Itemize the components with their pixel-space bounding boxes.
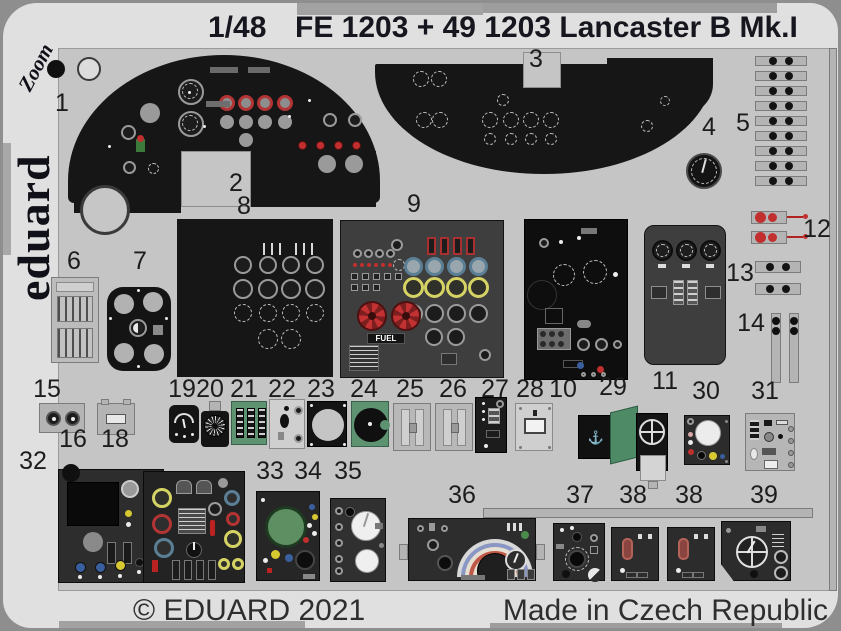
part-27-panel	[475, 397, 507, 453]
part-5-strips	[755, 56, 807, 190]
part-26-frame	[435, 403, 473, 451]
part-label-29: 29	[599, 373, 627, 401]
part-12-red-levers	[751, 211, 811, 249]
part-label-34: 34	[294, 457, 322, 485]
part-4-dial	[686, 153, 722, 189]
part-11-panel	[644, 225, 726, 365]
part-label-33: 33	[256, 457, 284, 485]
part-label-12: 12	[803, 215, 831, 243]
part-label-14: 14	[737, 309, 765, 337]
part-38-panel-b	[667, 527, 715, 581]
part-label-24: 24	[350, 375, 378, 403]
part-label-39: 39	[750, 481, 778, 509]
fret-rail-mid	[483, 508, 813, 518]
part-15-16-knobs	[39, 403, 85, 433]
scan-edge-top-right	[483, 3, 777, 13]
part-29-df-group: ⚓	[578, 405, 668, 489]
part-35-panel	[330, 498, 386, 582]
part-1-main-panel	[68, 55, 380, 235]
fret-rail-right	[829, 48, 837, 591]
part-label-20: 20	[196, 375, 224, 403]
part-label-13: 13	[726, 259, 754, 287]
part-25-frame	[393, 403, 431, 451]
part-3-upper-panel	[375, 52, 713, 176]
page-title: FE 1203 + 49 1203 Lancaster B Mk.I	[295, 11, 798, 44]
part-13-strips	[755, 259, 801, 301]
part-label-32: 32	[19, 447, 47, 475]
scan-edge-bottom-left	[59, 621, 305, 628]
part-label-18: 18	[101, 425, 129, 453]
part-36-tab-right	[536, 544, 545, 560]
part-label-28: 28	[516, 375, 544, 403]
scan-edge-top-left	[297, 3, 483, 15]
part-label-31: 31	[751, 377, 779, 405]
scan-edge-bottom-right	[490, 623, 782, 628]
part-36-tab-left	[399, 544, 408, 560]
part-label-19: 19	[168, 375, 196, 403]
part-label-8: 8	[237, 192, 251, 220]
electrical-panel	[143, 471, 245, 583]
fuel-text: FUEL	[375, 334, 397, 343]
eduard-logo: eduard	[8, 154, 59, 302]
part-37-panel	[553, 523, 605, 582]
part-22-switch-plate	[269, 399, 305, 449]
part-8-panel	[177, 219, 333, 377]
part-19-gauge	[167, 401, 201, 447]
part-18-bracket	[97, 399, 135, 435]
fuel-placard: FUEL	[367, 333, 405, 344]
part-9-engineer-panel: FUEL	[340, 220, 504, 378]
part-label-6: 6	[67, 247, 81, 275]
part-30-panel	[684, 415, 730, 465]
part-23-ring-plate	[307, 401, 347, 447]
part-28-plate	[515, 403, 553, 451]
part-label-2: 2	[229, 169, 243, 197]
scan-edge-left	[3, 143, 11, 255]
part-label-15: 15	[33, 375, 61, 403]
part-label-1: 1	[55, 89, 69, 117]
part-label-16: 16	[59, 425, 87, 453]
part-10-panel	[524, 219, 628, 380]
part-label-27: 27	[481, 375, 509, 403]
compass-face	[639, 419, 665, 445]
radar-screen	[265, 506, 307, 548]
part-label-22: 22	[268, 375, 296, 403]
part-24-pcb-ring	[351, 401, 390, 447]
df-loop-icon: ⚓	[587, 430, 605, 445]
instruction-page: 1/48 FE 1203 + 49 1203 Lancaster B Mk.I …	[3, 3, 838, 628]
part-label-36: 36	[448, 481, 476, 509]
part-21-pcb	[231, 401, 267, 445]
part-label-10: 10	[549, 375, 577, 403]
part-38-panel-a	[611, 527, 659, 581]
part-knob-black	[47, 60, 65, 78]
part-label-38b: 38	[675, 481, 703, 509]
blind-panel-hole	[80, 185, 130, 235]
part-label-35: 35	[334, 457, 362, 485]
part-ring-white	[77, 57, 101, 81]
part-label-11: 11	[652, 367, 678, 395]
part-label-26: 26	[439, 375, 467, 403]
part-6-radiator	[51, 277, 99, 363]
part-31-small-parts	[745, 413, 795, 471]
part-label-3: 3	[529, 45, 543, 73]
scale-label: 1/48	[208, 11, 267, 44]
part-33-34-panel	[256, 491, 320, 581]
copyright-text: © EDUARD 2021	[133, 594, 366, 627]
part-label-38a: 38	[619, 481, 647, 509]
part-label-5: 5	[736, 109, 750, 137]
part-label-30: 30	[692, 377, 720, 405]
part-label-4: 4	[702, 113, 716, 141]
part-20-dial	[201, 401, 229, 449]
part-label-37: 37	[566, 481, 594, 509]
made-in-text: Made in Czech Republic	[502, 594, 828, 627]
part-label-7: 7	[133, 247, 147, 275]
part-label-23: 23	[307, 375, 335, 403]
part-label-25: 25	[396, 375, 424, 403]
part-14-levers	[767, 313, 803, 383]
part-label-21: 21	[230, 375, 258, 403]
part-36-compass-panel	[408, 518, 536, 581]
part-7-panel	[107, 287, 171, 371]
part-39-panel	[721, 521, 791, 581]
part-label-9: 9	[407, 190, 421, 218]
